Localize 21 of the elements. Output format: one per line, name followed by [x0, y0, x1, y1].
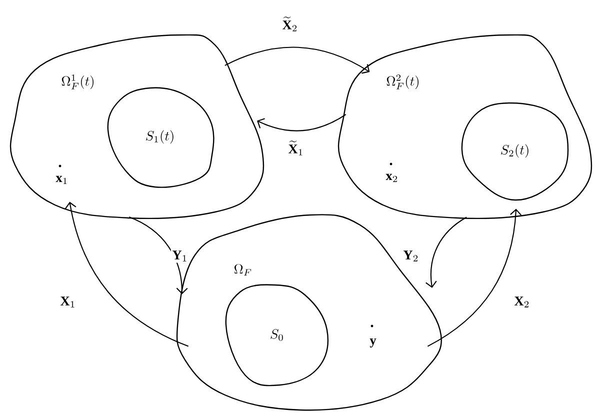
point-label: $\mathbf{x}_2$: [386, 162, 398, 182]
curved-arrow: [128, 216, 188, 294]
inner-region: $S_2(t)$: [461, 102, 569, 201]
curved-arrow: [224, 46, 370, 74]
edge-label: $\widetilde{\mathbf{X}}_2$: [280, 15, 300, 33]
edge-label: $\mathbf{X}_1$: [58, 295, 78, 309]
curved-arrow: [64, 202, 189, 347]
edge-label: $\mathbf{Y}_1$: [170, 249, 190, 263]
edge-label: $\widetilde{\mathbf{X}}_1$: [286, 139, 306, 157]
curved-arrow: [427, 208, 522, 347]
region-label: $\Omega_F$: [234, 264, 252, 276]
inner-region: $S_0$: [225, 284, 329, 386]
region-label: $\Omega_F^2(t)$: [386, 74, 418, 90]
point-label: $\mathbf{y}$: [370, 324, 376, 348]
point-label: $\mathbf{x}_1$: [56, 164, 67, 184]
region-label: $\Omega_F^1(t)$: [62, 74, 94, 90]
curved-arrow: [426, 216, 467, 288]
edge-label: $\mathbf{X}_2$: [512, 295, 532, 309]
edge-label: $\mathbf{Y}_2$: [402, 249, 420, 263]
inner-region: $S_1(t)$: [107, 87, 214, 188]
curved-arrow: [256, 114, 346, 132]
